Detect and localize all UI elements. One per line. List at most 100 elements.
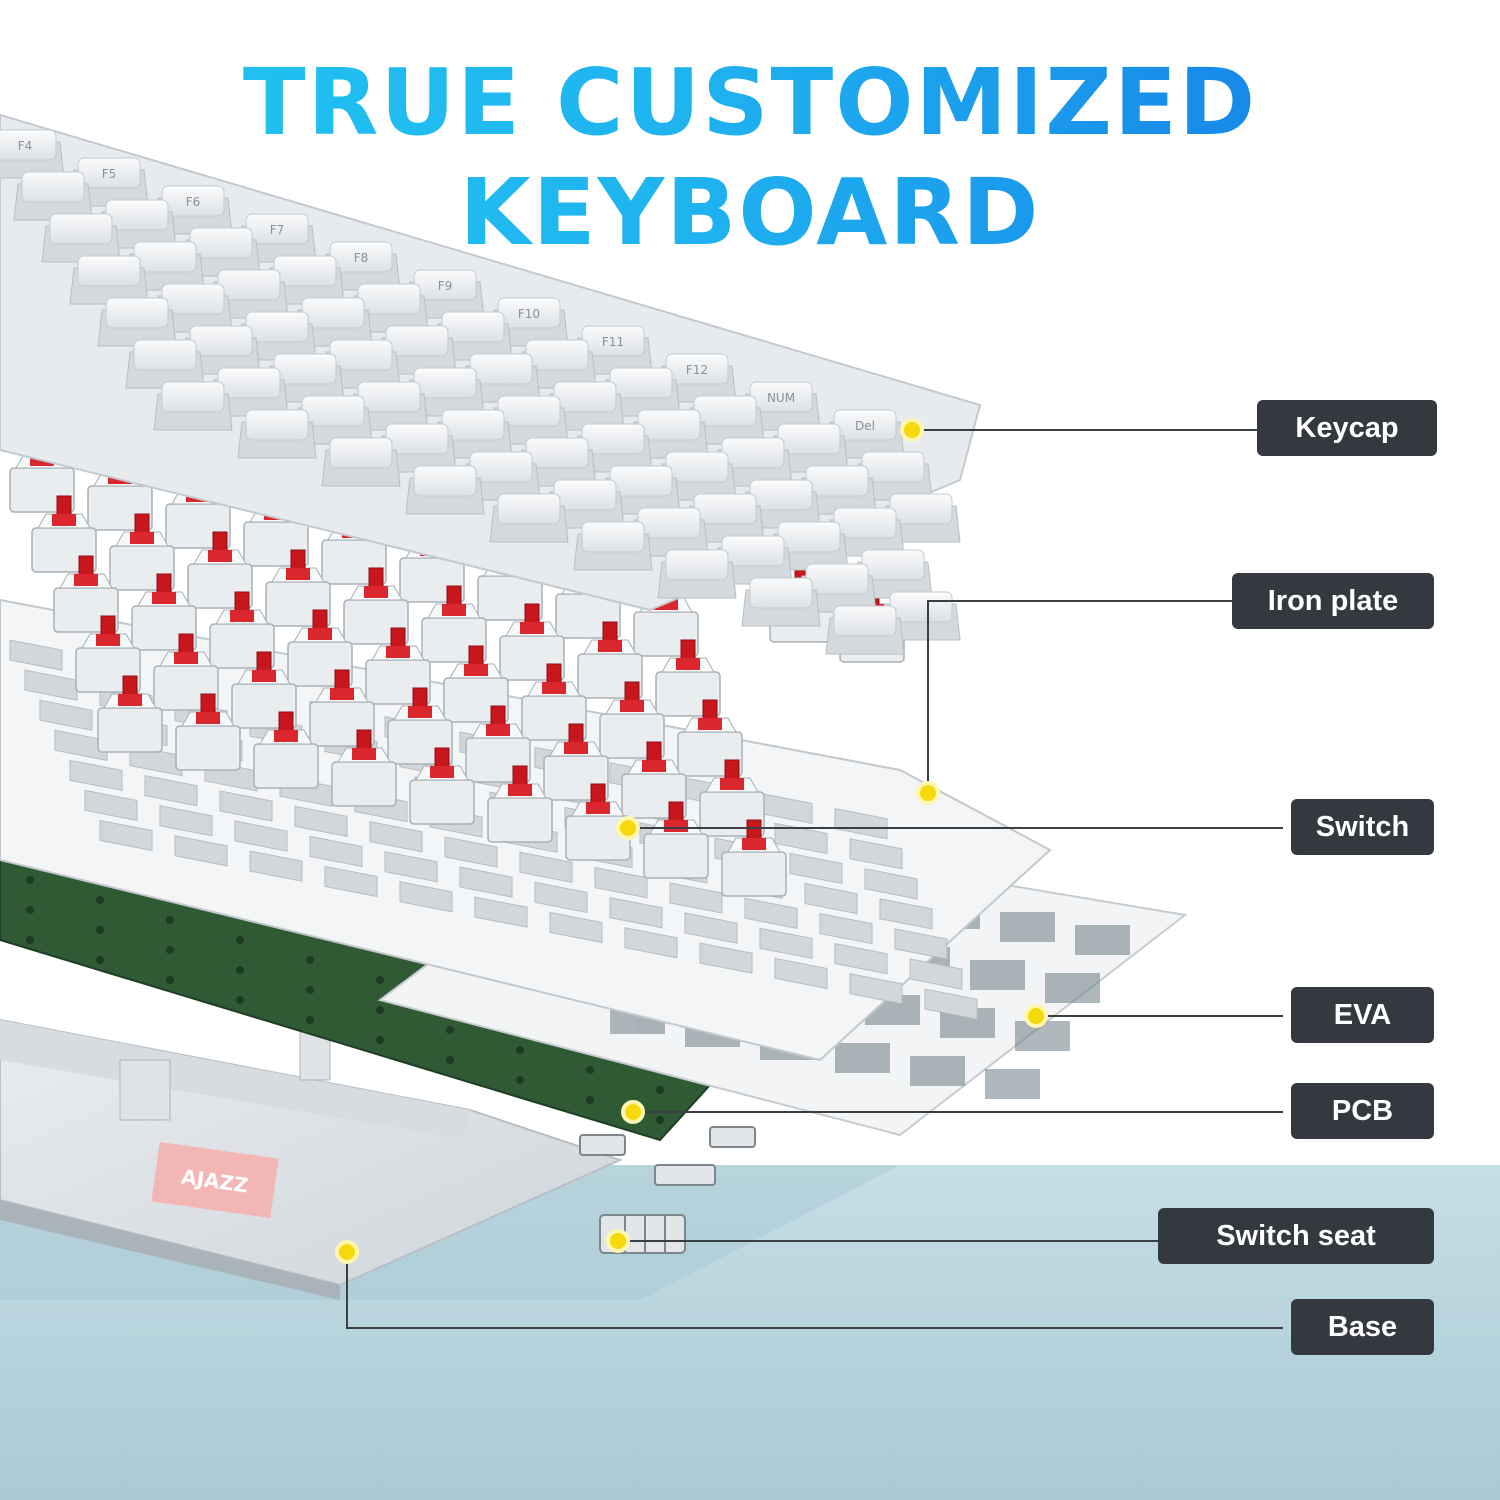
keycap-legend: NUM	[767, 391, 795, 405]
plate-hole	[459, 866, 513, 898]
keycap	[657, 549, 737, 599]
plate-hole	[819, 912, 873, 945]
plate-hole	[894, 928, 948, 960]
keycap-legend: F11	[602, 335, 624, 349]
keycap-legend: F7	[270, 223, 285, 237]
plate-hole	[744, 897, 798, 929]
switch	[187, 531, 253, 609]
pcb-solder-point	[586, 1096, 594, 1104]
switch	[97, 675, 163, 753]
pcb-solder-point	[96, 956, 104, 964]
plate-hole	[144, 775, 198, 807]
plate-hole	[534, 881, 588, 914]
pcb-solder-point	[656, 1086, 664, 1094]
pcb-solder-point	[26, 906, 34, 914]
pcb-label: PCB	[1291, 1083, 1434, 1139]
plate-hole	[444, 836, 498, 868]
keycap	[573, 521, 653, 571]
pcb-solder-point	[376, 1036, 384, 1044]
marker-dots	[335, 418, 1048, 1264]
plate-hole	[474, 896, 528, 928]
base-label: Base	[1291, 1299, 1434, 1355]
switch-label: Switch	[1291, 799, 1434, 855]
switch	[343, 567, 409, 645]
keycap: F8	[321, 241, 401, 291]
plate-hole	[39, 699, 93, 731]
keycap	[97, 297, 177, 347]
plate-hole	[924, 988, 978, 1020]
plate-hole	[549, 911, 603, 944]
page-title: TRUE CUSTOMIZED KEYBOARD	[0, 48, 1500, 268]
switch	[721, 819, 787, 897]
switch	[565, 783, 631, 861]
brand-logo-plate	[151, 1141, 279, 1219]
pcb-solder-point	[306, 1016, 314, 1024]
plate-hole	[804, 882, 858, 915]
plate-hole	[834, 943, 888, 975]
keycap-legend: F10	[518, 307, 540, 321]
base-marker-dot	[335, 1240, 359, 1264]
pcb-solder-point	[236, 996, 244, 1004]
keycap-legend: F4	[18, 139, 33, 153]
switch-marker-dot	[616, 816, 640, 840]
plate-hole	[879, 898, 933, 930]
plate-hole	[324, 865, 378, 898]
pcb-solder-point	[376, 1006, 384, 1014]
pcb-solder-point	[26, 936, 34, 944]
plate-hole	[864, 868, 918, 900]
keycap	[153, 381, 233, 431]
pcb-solder-point	[96, 926, 104, 934]
keycap: F12	[657, 353, 737, 403]
keycap-legend: Del	[855, 419, 875, 433]
pcb-solder-point	[446, 1026, 454, 1034]
keycap	[741, 577, 821, 627]
keycap-label: Keycap	[1257, 400, 1437, 456]
plate-hole	[624, 927, 678, 959]
pcb-solder-point	[236, 936, 244, 944]
plate-hole	[159, 805, 213, 837]
plate-hole	[9, 639, 63, 671]
plate-hole	[774, 957, 828, 990]
plate-hole	[294, 805, 348, 837]
keycap-legend: F9	[438, 279, 453, 293]
switch	[577, 621, 643, 699]
pcb-solder-point	[516, 1046, 524, 1054]
plate-hole	[69, 759, 123, 792]
plate-hole	[99, 819, 153, 852]
keycap-legend: F12	[686, 363, 708, 377]
plate-hole	[369, 821, 423, 853]
iron-plate-label: Iron plate	[1232, 573, 1434, 629]
pcb-solder-point	[26, 876, 34, 884]
pcb-solder-point	[166, 946, 174, 954]
plate-hole	[309, 835, 363, 868]
keycap	[405, 465, 485, 515]
pcb-solder-point	[306, 986, 314, 994]
pcb-solder-point	[236, 966, 244, 974]
keycap	[517, 339, 597, 389]
plate-hole	[249, 850, 303, 882]
keycap	[321, 339, 401, 389]
keycap-layer: F4F5F6F7F8F9F10F11F12NUMDel	[0, 113, 982, 655]
pcb-marker-dot	[621, 1100, 645, 1124]
plate-hole	[849, 838, 903, 870]
plate-hole	[384, 851, 438, 883]
plate-hole	[789, 852, 843, 885]
pcb-solder-point	[446, 1056, 454, 1064]
plate-hole	[84, 789, 138, 822]
plate-hole	[849, 973, 903, 1005]
pcb-solder-point	[586, 1066, 594, 1074]
eva-marker-dot	[1024, 1004, 1048, 1028]
keycap-legend: F5	[102, 167, 117, 181]
keycap	[489, 493, 569, 543]
plate-hole	[594, 867, 648, 899]
keycap	[69, 255, 149, 305]
keycap	[825, 507, 905, 557]
keycap: F4	[0, 129, 65, 179]
keycap	[125, 339, 205, 389]
switch	[331, 729, 397, 807]
eva-hole	[835, 1043, 890, 1073]
plate-hole	[519, 851, 573, 883]
eva-hole	[985, 1069, 1040, 1099]
keycap-legend: F8	[354, 251, 369, 265]
